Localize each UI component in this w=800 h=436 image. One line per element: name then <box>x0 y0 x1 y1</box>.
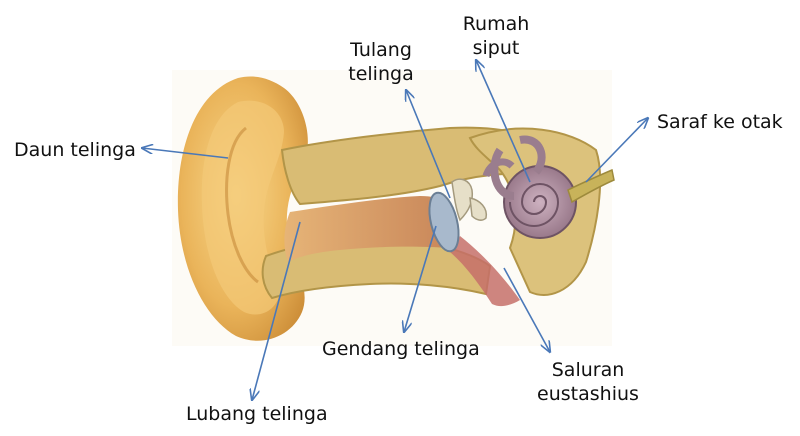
label-gendang-telinga: Gendang telinga <box>322 338 480 360</box>
auditory-nerve <box>567 168 615 204</box>
eustachian-tube <box>450 236 520 307</box>
ear-canal <box>284 196 448 262</box>
label-saraf-ke-otak: Saraf ke otak <box>657 111 783 133</box>
arrow-gendang-telinga <box>404 225 437 332</box>
label-lubang-telinga: Lubang telinga <box>186 403 328 425</box>
cochlea <box>482 135 577 239</box>
arrow-rumah-siput <box>476 60 531 183</box>
arrow-daun-telinga <box>142 148 229 159</box>
arrow-saraf-ke-otak <box>585 118 648 183</box>
eardrum <box>428 191 460 253</box>
ossicles <box>451 178 488 222</box>
annotation-arrows <box>142 60 648 400</box>
label-tulang-line-2: telinga <box>348 63 414 85</box>
label-tulang-line-1: Tulang <box>350 39 412 61</box>
label-rumah-line-2: siput <box>472 37 520 59</box>
label-saluran-line-1: Saluran <box>551 359 625 381</box>
label-saluran-line-2: eustashius <box>537 383 639 405</box>
label-tulang-telinga: Tulang telinga <box>336 38 426 86</box>
label-daun-telinga: Daun telinga <box>14 139 136 161</box>
label-rumah-line-1: Rumah <box>462 13 530 35</box>
label-rumah-siput: Rumah siput <box>448 12 544 60</box>
arrow-tulang-telinga <box>406 90 451 199</box>
arrow-saluran-eustashius <box>503 267 550 352</box>
label-saluran-eustashius: Saluran eustashius <box>534 358 642 406</box>
arrow-lubang-telinga <box>252 221 301 400</box>
